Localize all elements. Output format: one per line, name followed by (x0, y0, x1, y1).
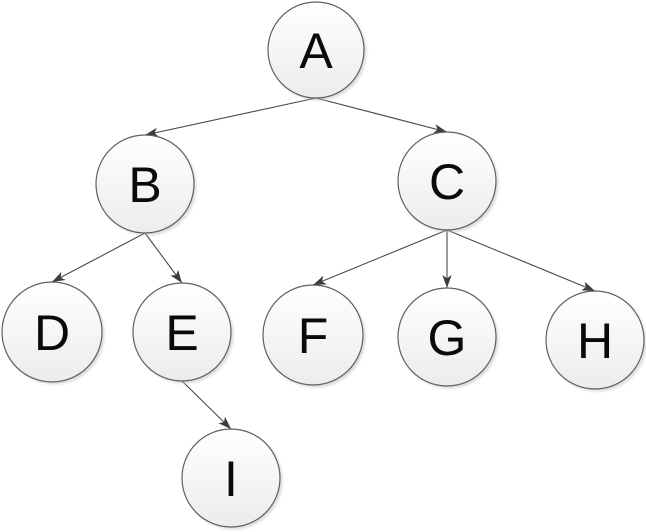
node-circle (1, 281, 103, 383)
edge-A-C (315, 97, 448, 134)
node-D: D (1, 281, 105, 385)
node-label: B (128, 157, 161, 213)
node-circle (262, 284, 364, 386)
node-label: F (298, 308, 329, 364)
edge-B-D (51, 232, 146, 283)
node-B: B (95, 134, 197, 236)
node-C: C (397, 131, 499, 233)
node-circle (181, 428, 281, 528)
node-circle (397, 131, 497, 231)
node-circle (267, 1, 365, 99)
node-label: G (428, 310, 467, 366)
node-F: F (262, 284, 366, 388)
node-E: E (132, 282, 234, 384)
edge-C-H (446, 229, 596, 292)
node-label: A (299, 23, 333, 79)
node-A: A (267, 1, 367, 101)
node-I: I (181, 428, 283, 530)
edge-B-E (144, 232, 183, 284)
node-label: D (34, 305, 70, 361)
edge-C-F (312, 229, 448, 286)
node-circle (132, 282, 232, 382)
edge-A-B (144, 97, 317, 137)
node-circle (397, 287, 497, 387)
node-circle (95, 134, 195, 234)
node-H: H (545, 290, 646, 392)
edge-E-I (181, 380, 232, 430)
node-circle (545, 290, 645, 390)
node-label: E (165, 305, 198, 361)
node-label: C (429, 154, 465, 210)
node-label: I (224, 451, 238, 507)
edges-layer (51, 97, 596, 430)
node-label: H (577, 313, 613, 369)
node-G: G (397, 287, 499, 389)
